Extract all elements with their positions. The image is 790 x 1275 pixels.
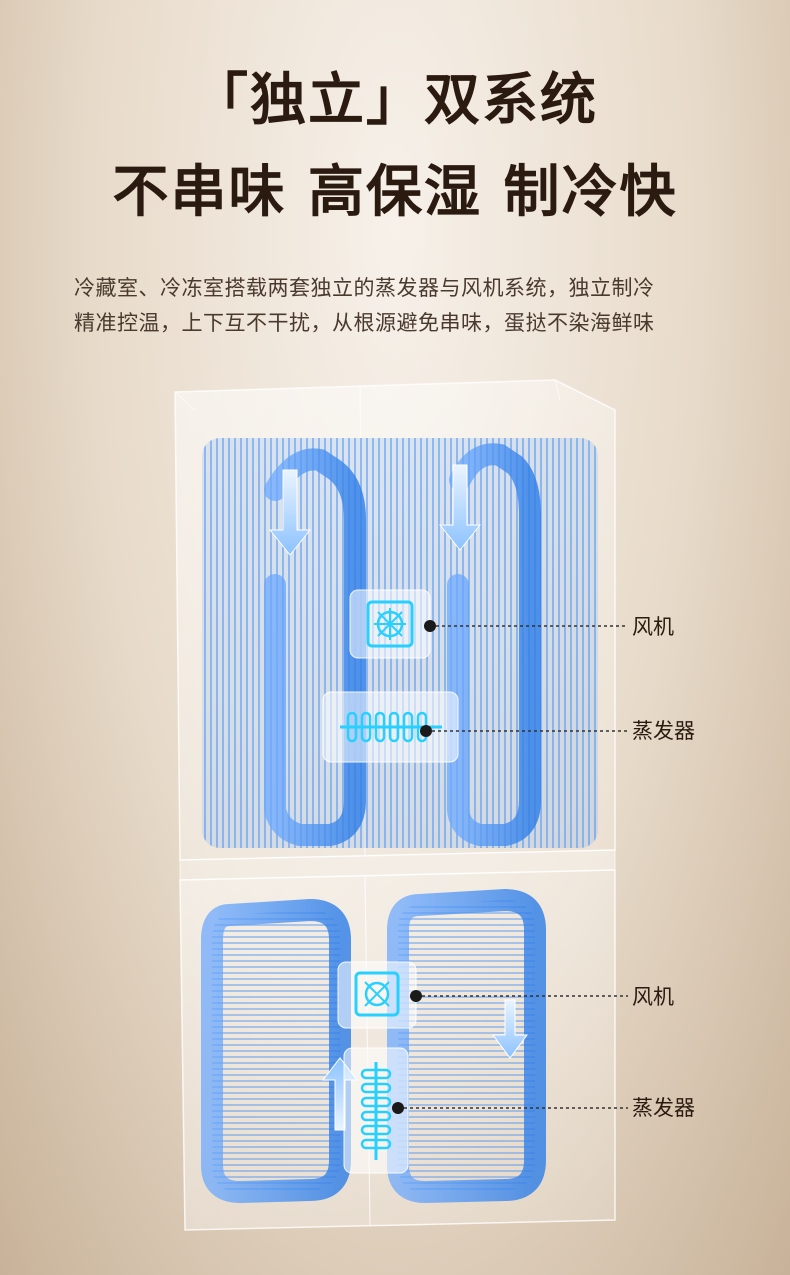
headline-primary: 「独立」双系统	[192, 68, 598, 133]
callout-label-evaporator-upper: 蒸发器	[632, 719, 695, 743]
evaporator-icon	[340, 711, 442, 743]
fridge-illustration	[160, 370, 630, 1240]
fan-icon	[366, 600, 414, 648]
upper-airflow-right	[438, 443, 541, 846]
upper-fan-module	[349, 589, 431, 659]
upper-airflow-left	[264, 448, 366, 846]
lower-evaporator-module	[343, 1047, 409, 1174]
upper-evaporator-module	[322, 691, 459, 763]
description-line-1: 冷藏室、冷冻室搭载两套独立的蒸发器与风机系统，独立制冷	[74, 276, 655, 300]
lower-airflow-right	[387, 888, 546, 1204]
callout-label-fan-lower: 风机	[632, 985, 674, 1009]
fridge-diagram	[174, 379, 616, 1231]
description-line-2: 精准控温，上下互不干扰，从根源避免串味，蛋挞不染海鲜味	[74, 311, 655, 335]
lower-airflow-left	[201, 898, 359, 1204]
headline-secondary: 不串味 高保湿 制冷快	[112, 160, 678, 225]
callout-label-fan-upper: 风机	[632, 615, 674, 639]
lower-fan-module	[337, 961, 417, 1029]
callout-label-evaporator-lower: 蒸发器	[632, 1096, 695, 1120]
fan-icon	[354, 971, 400, 1017]
evaporator-icon	[360, 1062, 392, 1160]
